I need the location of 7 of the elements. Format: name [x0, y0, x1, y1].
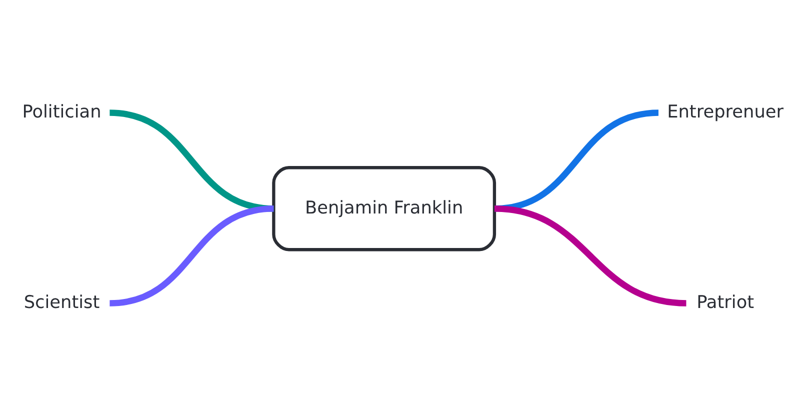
connector	[109, 205, 274, 306]
node-text: Politician	[22, 102, 102, 122]
node-box: Benjamin Franklin	[272, 166, 496, 252]
node-text: Scientist	[24, 292, 100, 313]
node-text: Patriot	[696, 292, 754, 313]
connector	[494, 205, 686, 306]
node-text: Entreprenuer	[667, 102, 784, 122]
